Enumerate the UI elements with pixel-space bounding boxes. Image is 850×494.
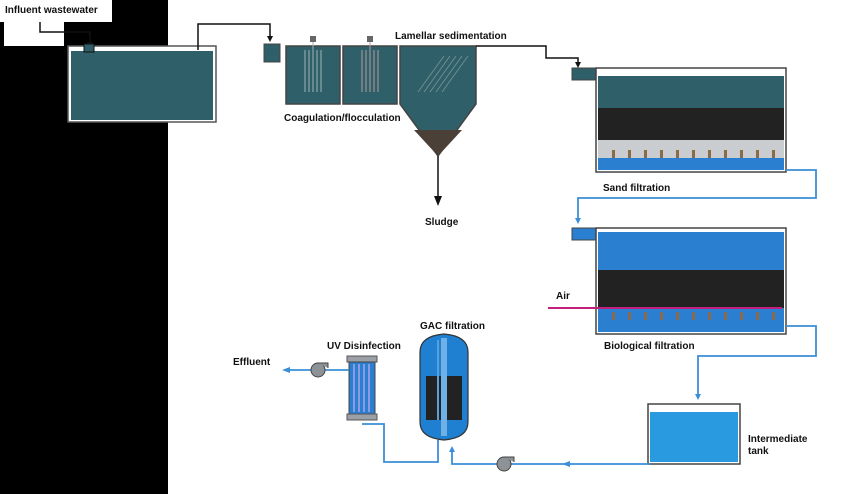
sand-inlet-arrow (575, 62, 581, 68)
uv-bottom-cap (346, 413, 378, 421)
sand-supernatant (598, 76, 784, 108)
bio-nozzles (612, 312, 775, 320)
intermediate-inlet-arrow (695, 394, 701, 400)
effluent-label: Effluent (233, 357, 271, 368)
bio-media (598, 270, 784, 308)
uv-chamber (348, 361, 376, 415)
intermediate-label-line1: Intermediate (748, 434, 808, 445)
flocculation-mixer (361, 38, 379, 92)
coagulation-label: Coagulation/flocculation (284, 113, 401, 124)
flocc-motor (367, 36, 373, 42)
sludge-cone (414, 130, 462, 156)
influent-pipe (39, 22, 91, 46)
uv-top-cap (346, 355, 378, 363)
pipe-to-gac (451, 448, 650, 465)
bio-inlet-arrow (575, 218, 581, 224)
bio-supernatant (598, 232, 784, 270)
equalization-water (71, 51, 213, 120)
flow-arrow-left (562, 461, 570, 467)
uv-lamps (353, 364, 370, 412)
sludge-label: Sludge (425, 217, 459, 228)
sand-filtration-label: Sand filtration (603, 183, 671, 194)
intermediate-water (650, 412, 738, 462)
sand-underdrain (598, 158, 784, 170)
pipe-sand-to-bio (577, 169, 817, 222)
coag-inlet-chamber (263, 43, 281, 63)
influent-label: Influent wastewater (5, 5, 98, 16)
influent-label-box (0, 0, 112, 22)
sludge-arrow (434, 196, 442, 206)
coagulation-mixer (304, 38, 322, 92)
pipe-bio-to-intermediate (697, 325, 817, 398)
lamellar-label: Lamellar sedimentation (395, 31, 507, 42)
label-box-tail (4, 22, 64, 46)
sand-nozzles (612, 150, 775, 158)
bio-inlet-trough (571, 227, 597, 241)
biological-filtration-label: Biological filtration (604, 341, 695, 352)
uv-disinfection-label: UV Disinfection (327, 341, 401, 352)
gac-filtration-label: GAC filtration (420, 321, 485, 332)
pump-outlet (504, 456, 515, 462)
effluent-arrow (282, 367, 290, 373)
effluent-pump-outlet (318, 362, 329, 368)
gac-inlet-arrow (449, 446, 455, 452)
pipe-to-coagulation (197, 23, 271, 50)
coag-motor (310, 36, 316, 42)
air-label: Air (556, 291, 570, 302)
pipe-gac-to-uv (362, 423, 439, 463)
sand-media (598, 108, 784, 140)
sand-inlet-trough (571, 67, 597, 81)
intermediate-label-line2: tank (748, 446, 769, 457)
coag-inlet-arrow (267, 36, 273, 42)
left-black-panel (0, 0, 168, 494)
pipe-to-sand (476, 45, 579, 66)
lamellar-plates (417, 55, 469, 93)
inlet-box (83, 43, 95, 53)
